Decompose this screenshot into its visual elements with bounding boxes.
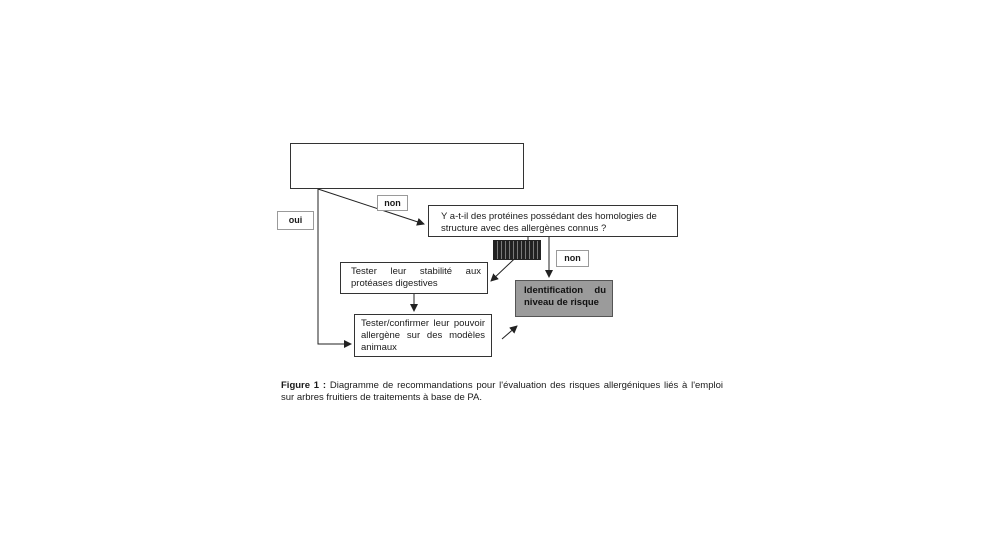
non-label-top: non [377,195,408,211]
stability-test-box: Tester leur stabilité aux protéases dige… [340,262,488,294]
homology-question-text: Y a-t-il des protéines possédant des hom… [441,211,657,234]
risk-identification-text: Identification du niveau de risque [524,285,606,308]
allergen-test-text: Tester/confirmer leur pouvoir allergène … [361,318,485,353]
stamp-mark [493,240,541,260]
start-box [290,143,524,189]
risk-identification-box: Identification du niveau de risque [515,280,613,317]
homology-question-box: Y a-t-il des protéines possédant des hom… [428,205,678,237]
arrow-start-to-question [317,188,425,226]
figure-caption-prefix: Figure 1 : [281,380,327,391]
oui-label: oui [277,211,314,230]
arrow-allergen-to-risk [501,325,518,340]
arrow-oui-to-allergen-test [317,189,352,348]
figure-caption-text: Diagramme de recommandations pour l'éval… [281,380,724,403]
allergen-test-box: Tester/confirmer leur pouvoir allergène … [354,314,492,357]
figure-caption: Figure 1 : Diagramme de recommandations … [281,380,723,404]
non-label-right: non [556,250,589,267]
stability-test-text: Tester leur stabilité aux protéases dige… [351,266,481,289]
